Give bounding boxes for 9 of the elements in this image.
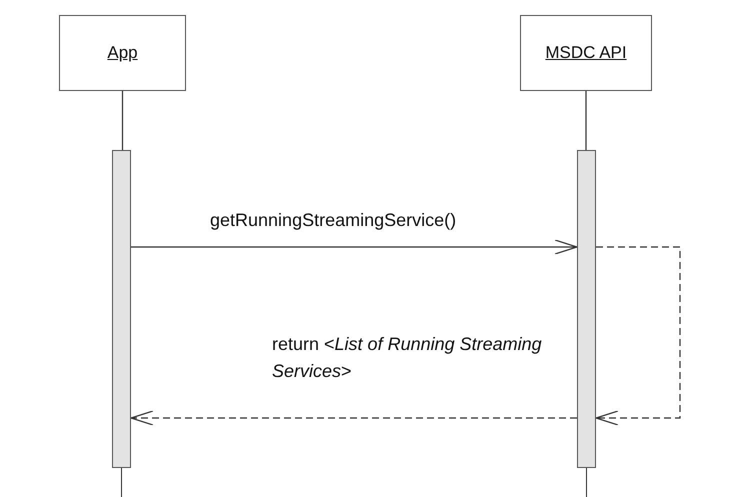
self-message-arrow [595, 246, 681, 426]
return-arrow [130, 410, 577, 426]
lifeline [585, 91, 587, 150]
participant-box: MSDC API [520, 15, 652, 91]
lifeline [122, 91, 124, 150]
activation-bar [112, 150, 131, 468]
activation-bar [577, 150, 596, 468]
participant-box: App [59, 15, 186, 91]
message-arrow [131, 239, 578, 255]
